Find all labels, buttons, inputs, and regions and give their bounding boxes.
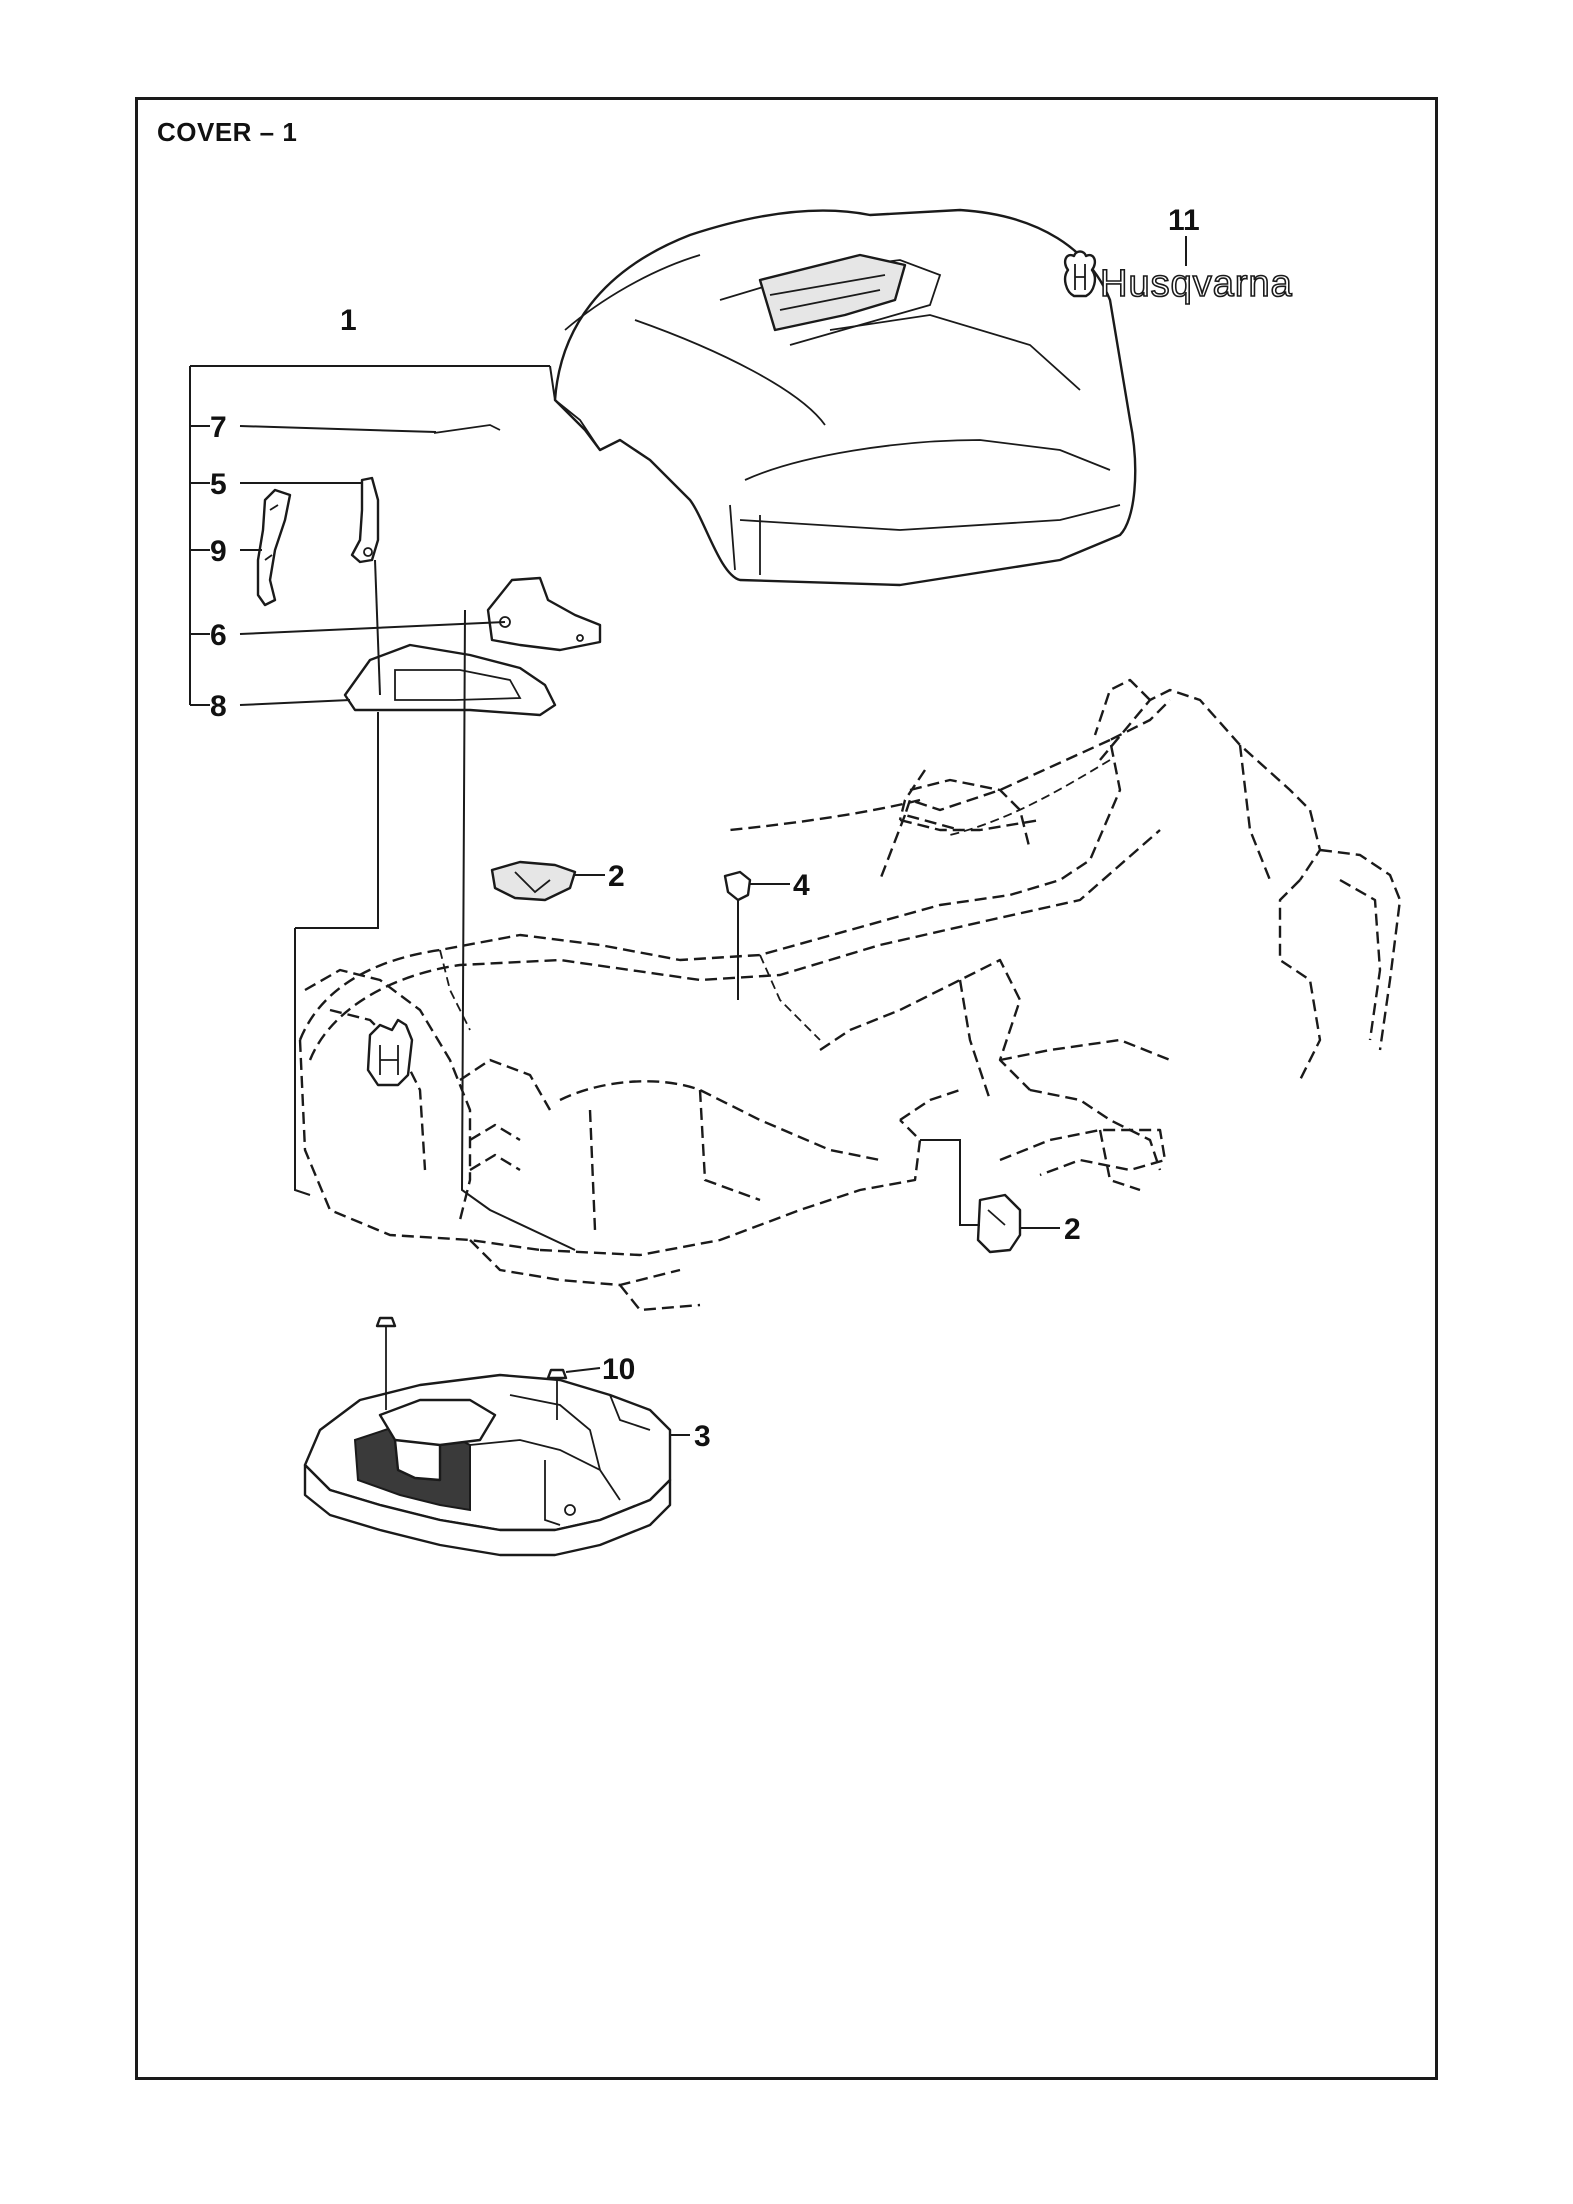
callout-10: 10 (602, 1353, 635, 1386)
callout-1: 1 (340, 304, 357, 337)
callout-labels: 1 7 5 9 6 8 11 2 4 2 10 3 (210, 204, 1200, 1453)
clip-4-part[interactable] (723, 870, 752, 902)
bracket-5-part[interactable] (350, 476, 380, 564)
leader-lines (189, 236, 1187, 1436)
callout-4: 4 (793, 869, 810, 902)
callout-11: 11 (1168, 204, 1200, 237)
plate-6-part[interactable] (486, 576, 602, 652)
page-title: COVER – 1 (157, 117, 298, 147)
callout-2-lower: 2 (1064, 1213, 1081, 1246)
panel-8-part[interactable] (343, 643, 557, 717)
clip-2-upper-part[interactable] (490, 860, 577, 902)
callout-2-upper: 2 (608, 860, 625, 893)
side-bracket-9-part[interactable] (256, 488, 292, 607)
drawing-frame (135, 97, 1438, 2080)
screw-10-part[interactable] (546, 1368, 568, 1420)
callout-5: 5 (210, 468, 227, 501)
callout-7: 7 (210, 411, 227, 444)
hood-cover-part[interactable] (553, 208, 1137, 587)
callout-9: 9 (210, 535, 227, 568)
callout-3: 3 (694, 1420, 711, 1453)
husqvarna-crown-h-icon (1063, 250, 1097, 298)
pin-7-part[interactable] (433, 424, 501, 434)
callout-8: 8 (210, 690, 227, 723)
lower-cover-3-part[interactable] (303, 1373, 672, 1557)
brand-text: Husqvarna (1100, 263, 1293, 305)
screw-part-left[interactable] (375, 1316, 397, 1410)
clip-2-lower-part[interactable] (976, 1193, 1022, 1254)
callout-6: 6 (210, 619, 227, 652)
chassis-frame-reference (298, 678, 1402, 1312)
logo-decal-part[interactable]: Husqvarna (1063, 250, 1293, 306)
